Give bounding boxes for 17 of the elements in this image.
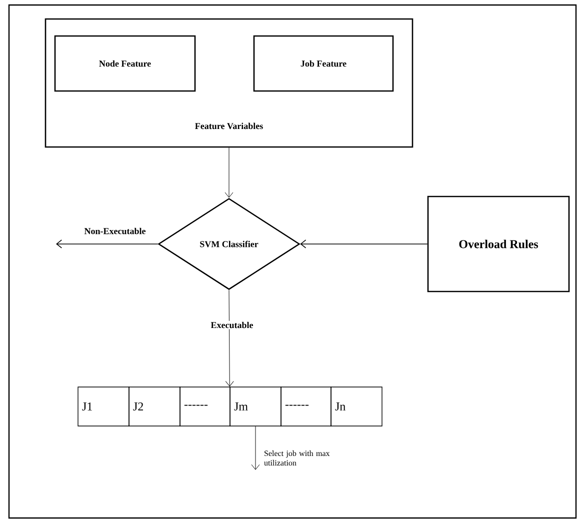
- arrow: [56, 240, 158, 248]
- edge-label: Select job with max utilization: [263, 449, 337, 467]
- queue-cell: ------: [180, 386, 230, 426]
- queue-cell: Jn: [330, 386, 382, 426]
- edge-label: Executable: [210, 320, 254, 330]
- arrow: [251, 426, 260, 470]
- process-box: Overload Rules: [427, 196, 570, 292]
- queue-cell: ------: [280, 386, 332, 426]
- arrow: [300, 240, 428, 248]
- arrow: [225, 290, 234, 386]
- queue-cell: J2: [128, 386, 180, 426]
- process-box: Node Feature: [54, 35, 196, 92]
- process-box: Job Feature: [253, 35, 394, 92]
- queue-cell: Jm: [230, 386, 282, 426]
- arrow: [224, 147, 234, 198]
- edge-label: Non-Executable: [83, 226, 147, 236]
- queue-cell: J1: [78, 386, 130, 426]
